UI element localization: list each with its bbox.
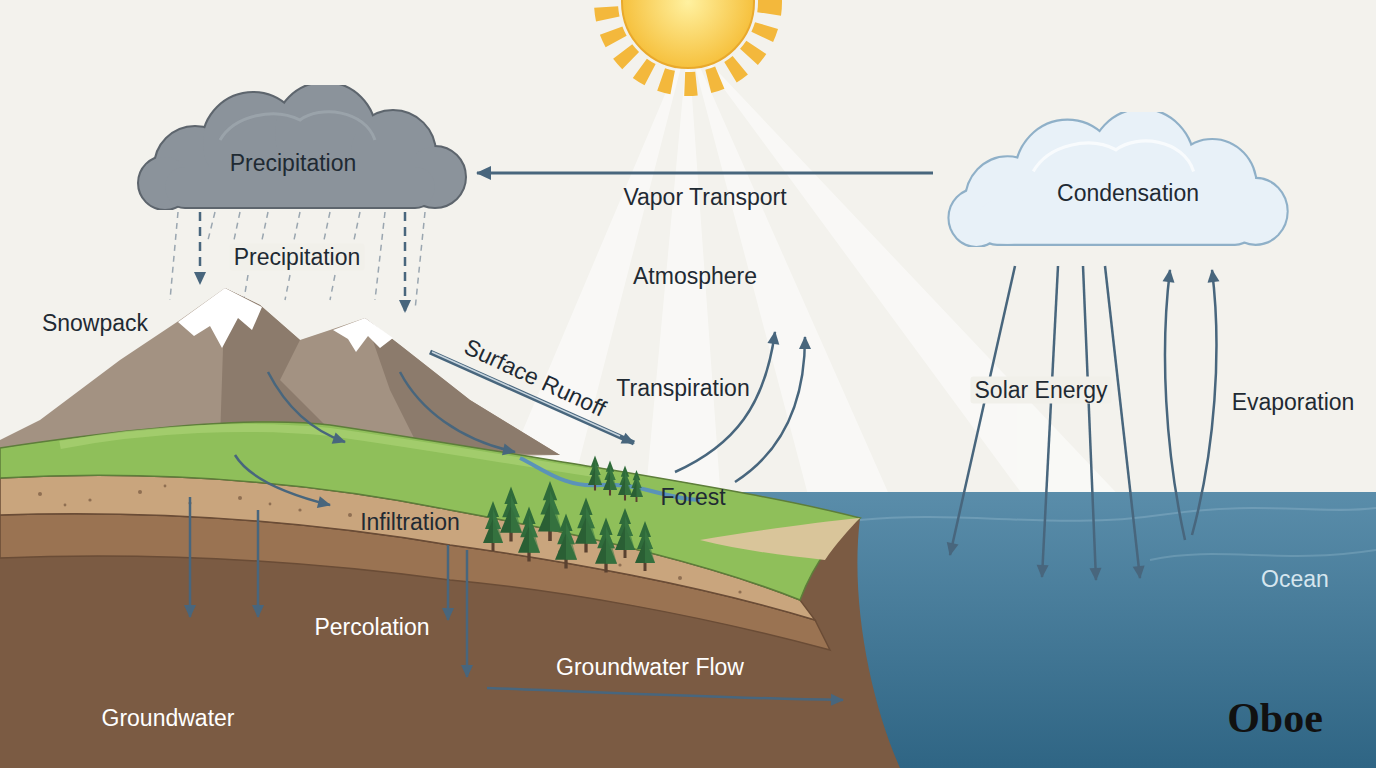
earth-layers [0,422,900,768]
process-label: Solar Energy [971,377,1112,404]
process-label: Transpiration [616,375,749,402]
watermark: Oboe [1227,694,1323,742]
feature-label: Forest [660,484,725,511]
process-label: Precipitation [230,244,365,271]
forest [483,456,655,573]
cloud-node: Condensation [935,112,1297,247]
region-label: Atmosphere [633,263,757,290]
feature-label: Snowpack [42,310,148,337]
region-label: Groundwater [102,705,235,732]
edge-label: Vapor Transport [623,184,786,211]
region-label: Ocean [1261,566,1329,593]
process-label: Groundwater Flow [556,654,744,681]
cloud-label: Condensation [1057,180,1199,207]
process-label: Infiltration [360,509,460,536]
rain [170,212,425,310]
process-arrows [190,212,1216,700]
vapor-arrow [477,172,933,175]
cloud-node: Precipitation [125,85,475,210]
cloud-label: Precipitation [230,150,357,177]
process-label: Percolation [314,614,429,641]
process-label: Evaporation [1232,389,1355,416]
cloud-shape [125,85,475,210]
sun [606,0,770,84]
